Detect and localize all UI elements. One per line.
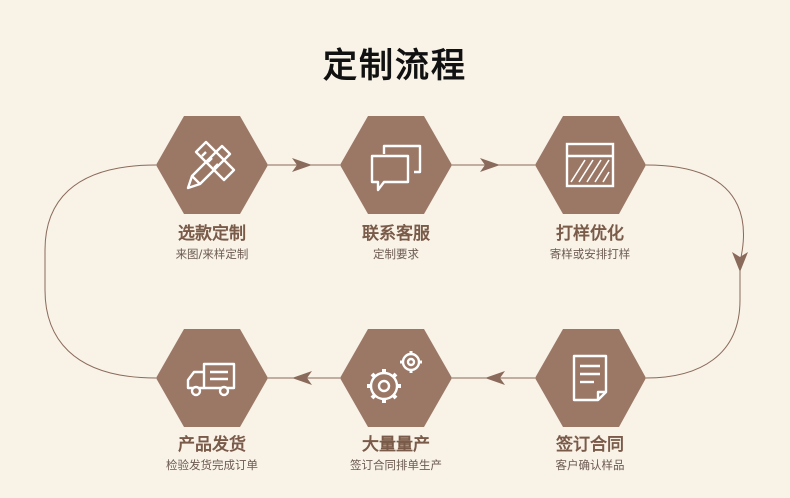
step-3-title: 打样优化 [556,224,624,244]
step-5-title: 大量量产 [362,435,430,455]
chat-bubbles-icon [370,144,422,192]
step-5-subtitle: 签订合同排单生产 [350,458,442,472]
step-6-subtitle: 检验发货完成订单 [166,458,258,472]
step-2-subtitle: 定制要求 [373,247,419,261]
flow-arrowheads [292,158,748,385]
step-5-label: 大量量产 签订合同排单生产 [306,434,486,474]
connector-3-4-arc [645,262,741,379]
sample-window-icon [565,142,615,188]
arrowhead-1-2 [292,158,312,172]
contract-document-icon [572,354,608,402]
connector-3-arc-top [645,164,744,263]
step-4-subtitle: 客户确认样品 [555,458,625,472]
step-1-hexagon [156,116,268,214]
step-2-hexagon [340,116,452,214]
step-3-hexagon [535,116,646,214]
step-4-title: 签订合同 [556,435,624,455]
step-4-hexagon [535,329,646,427]
page-title: 定制流程 [323,46,467,86]
gears-icon [367,351,422,403]
step-3-label: 打样优化 寄样或安排打样 [500,223,680,263]
arrowhead-2-3 [480,158,500,172]
step-6-title: 产品发货 [178,435,246,455]
step-4-label: 签订合同 客户确认样品 [500,434,680,474]
step-1-label: 选款定制 来图/来样定制 [122,223,302,263]
connector-6-1-loop [44,164,157,379]
step-2-label: 联系客服 定制要求 [306,223,486,263]
step-5-hexagon [340,329,452,427]
step-1-subtitle: 来图/来样定制 [175,247,249,261]
arrowhead-5-6 [292,371,312,385]
arrowhead-4-5 [485,371,505,385]
step-3-subtitle: 寄样或安排打样 [549,247,631,261]
step-1-title: 选款定制 [178,224,246,244]
step-6-label: 产品发货 检验发货完成订单 [122,434,302,474]
step-6-hexagon [156,329,268,427]
step-2-title: 联系客服 [362,224,430,244]
arrowhead-3-4 [732,252,748,272]
delivery-truck-icon [186,362,236,397]
pencil-ruler-icon [186,140,236,190]
